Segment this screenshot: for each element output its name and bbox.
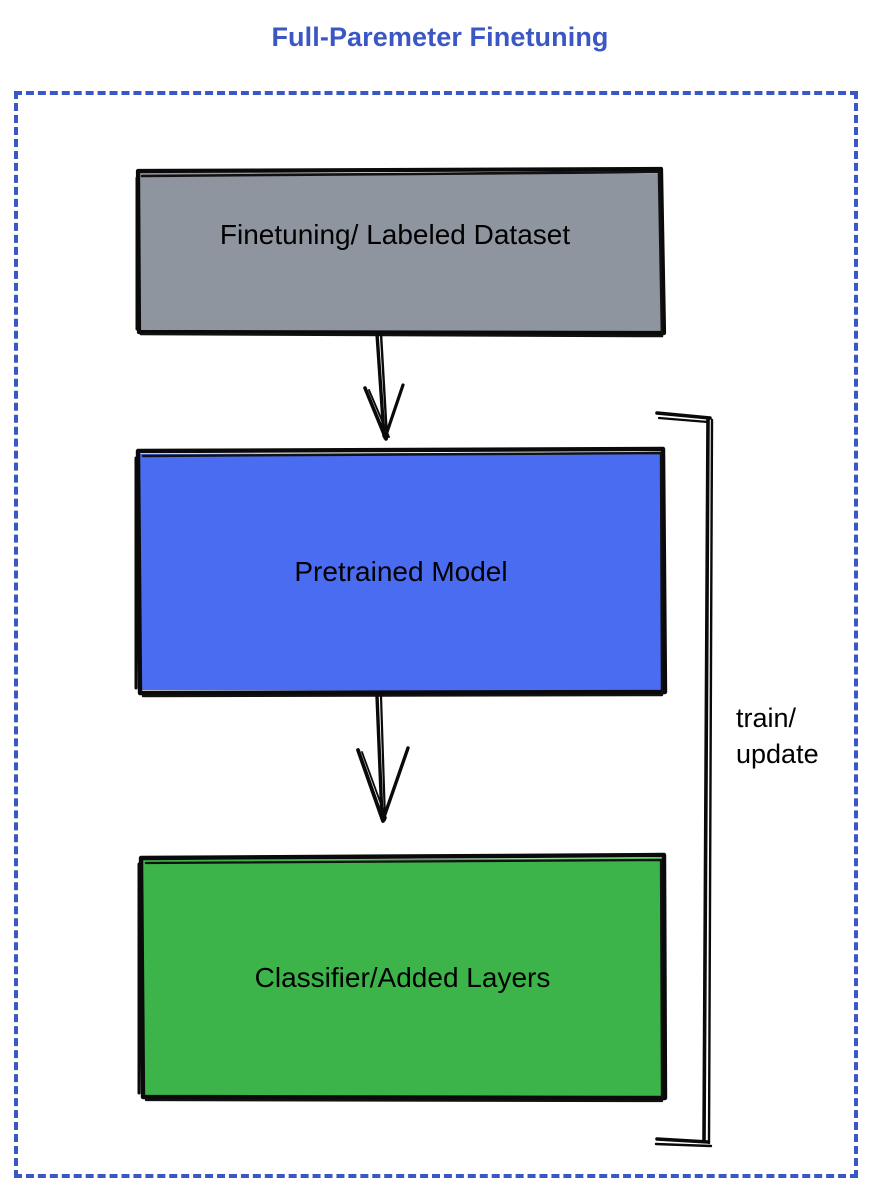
edge-feedback-label-line2: update	[736, 739, 819, 769]
page-title: Full-Paremeter Finetuning	[271, 22, 609, 52]
dashed-boundary-frame	[14, 91, 858, 1178]
edge-feedback-label-line1: train/	[736, 703, 797, 733]
edge-feedback-label: train/ update	[736, 700, 819, 772]
node-pretrained-label: Pretrained Model	[294, 556, 508, 587]
node-classifier-label: Classifier/Added Layers	[254, 962, 551, 993]
node-dataset-label: Finetuning/ Labeled Dataset	[219, 219, 571, 250]
